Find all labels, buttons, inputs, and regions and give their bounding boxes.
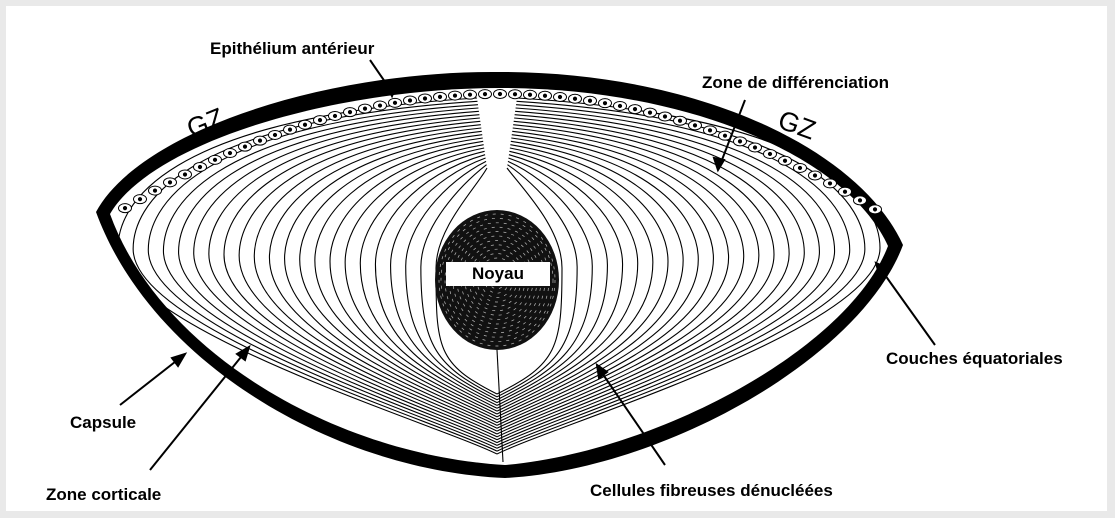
cell-nucleus-dot bbox=[798, 166, 801, 169]
cell-nucleus-dot bbox=[873, 208, 876, 211]
cell-nucleus-dot bbox=[693, 124, 696, 127]
cell-nucleus-dot bbox=[513, 93, 516, 96]
cell-nucleus-dot bbox=[168, 181, 171, 184]
cell-nucleus-dot bbox=[243, 145, 246, 148]
cell-nucleus-dot bbox=[183, 173, 186, 176]
cell-nucleus-dot bbox=[633, 107, 636, 110]
cell-nucleus-dot bbox=[378, 104, 381, 107]
arrow-equatorial bbox=[880, 268, 935, 345]
cell-nucleus-dot bbox=[198, 165, 201, 168]
cell-nucleus-dot bbox=[588, 99, 591, 102]
cell-nucleus-dot bbox=[813, 174, 816, 177]
cell-nucleus-dot bbox=[723, 134, 726, 137]
cell-nucleus-dot bbox=[768, 152, 771, 155]
cell-nucleus-dot bbox=[348, 111, 351, 114]
cell-nucleus-dot bbox=[333, 114, 336, 117]
cell-nucleus-dot bbox=[423, 97, 426, 100]
cell-nucleus-dot bbox=[273, 133, 276, 136]
label-cortical-zone: Zone corticale bbox=[46, 486, 161, 503]
cell-nucleus-dot bbox=[708, 129, 711, 132]
arrow-capsule bbox=[120, 358, 180, 405]
cell-nucleus-dot bbox=[498, 92, 501, 95]
cell-nucleus-dot bbox=[618, 104, 621, 107]
cell-nucleus-dot bbox=[573, 97, 576, 100]
cell-nucleus-dot bbox=[468, 93, 471, 96]
cell-nucleus-dot bbox=[123, 207, 126, 210]
cell-nucleus-dot bbox=[858, 199, 861, 202]
cell-nucleus-dot bbox=[438, 95, 441, 98]
cell-nucleus-dot bbox=[663, 115, 666, 118]
cell-nucleus-dot bbox=[153, 189, 156, 192]
cell-nucleus-dot bbox=[528, 93, 531, 96]
cell-nucleus-dot bbox=[303, 123, 306, 126]
cell-nucleus-dot bbox=[543, 94, 546, 97]
cell-nucleus-dot bbox=[138, 198, 141, 201]
cell-nucleus-dot bbox=[558, 95, 561, 98]
cell-nucleus-dot bbox=[258, 139, 261, 142]
cell-nucleus-dot bbox=[648, 111, 651, 114]
cell-nucleus-dot bbox=[363, 107, 366, 110]
cell-nucleus-dot bbox=[603, 102, 606, 105]
cell-nucleus-dot bbox=[483, 93, 486, 96]
cell-nucleus-dot bbox=[678, 119, 681, 122]
cell-nucleus-dot bbox=[318, 119, 321, 122]
cell-nucleus-dot bbox=[783, 159, 786, 162]
cell-nucleus-dot bbox=[408, 99, 411, 102]
label-anucleate-fiber-cells: Cellules fibreuses dénucléées bbox=[590, 482, 833, 499]
cell-nucleus-dot bbox=[828, 182, 831, 185]
cell-nucleus-dot bbox=[753, 146, 756, 149]
label-capsule: Capsule bbox=[70, 414, 136, 431]
cell-nucleus-dot bbox=[738, 140, 741, 143]
label-equatorial-layers: Couches équatoriales bbox=[886, 350, 1063, 367]
cell-nucleus-dot bbox=[288, 128, 291, 131]
label-anterior-epithelium: Epithélium antérieur bbox=[210, 40, 374, 57]
label-differentiation-zone: Zone de différenciation bbox=[702, 74, 889, 91]
cell-nucleus-dot bbox=[228, 151, 231, 154]
cell-nucleus-dot bbox=[843, 190, 846, 193]
cell-nucleus-dot bbox=[213, 158, 216, 161]
cell-nucleus-dot bbox=[453, 94, 456, 97]
cell-nucleus-dot bbox=[393, 101, 396, 104]
label-nucleus: Noyau bbox=[446, 262, 550, 286]
